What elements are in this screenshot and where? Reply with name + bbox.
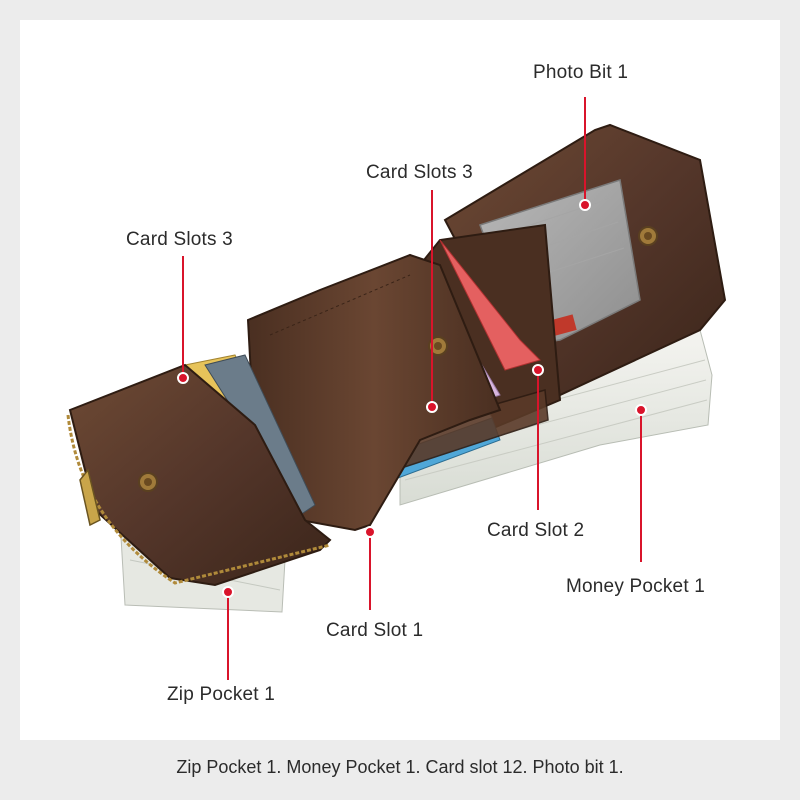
- money-pocket-label: Money Pocket 1: [566, 576, 706, 597]
- feature-summary-caption: Zip Pocket 1. Money Pocket 1. Card slot …: [176, 757, 624, 777]
- money-pocket-marker: [635, 404, 647, 416]
- card-slot-1-marker: [364, 526, 376, 538]
- callout-markers: [177, 97, 647, 680]
- card-slot-1-label: Card Slot 1: [326, 620, 424, 641]
- photo-bit-marker: [579, 199, 591, 211]
- card-slot-2-label: Card Slot 2: [487, 520, 585, 541]
- card-slots-top-label: Card Slots 3: [366, 162, 473, 183]
- card-slots-left-label: Card Slots 3: [126, 229, 233, 250]
- zip-pocket-label: Zip Pocket 1: [167, 684, 276, 705]
- photo-bit-label: Photo Bit 1: [533, 62, 629, 83]
- zip-pocket-panel: [66, 363, 332, 587]
- card-slots-left-marker: [177, 372, 189, 384]
- zip-pocket-marker: [222, 586, 234, 598]
- card-slots-top-marker: [426, 401, 438, 413]
- card-slot-2-marker: [532, 364, 544, 376]
